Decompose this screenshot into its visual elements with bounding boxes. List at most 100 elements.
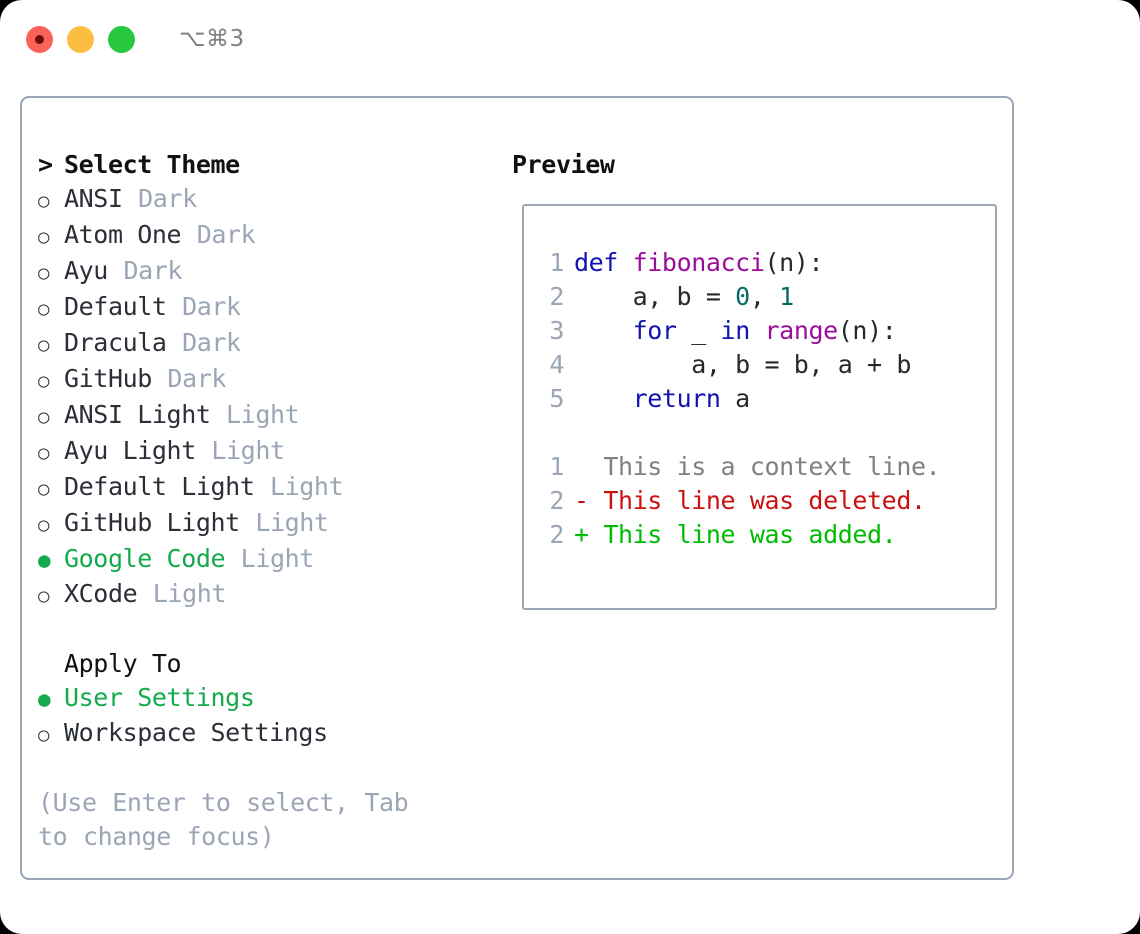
theme-option-ayu-light[interactable]: ○ Ayu Light Light [38,434,502,470]
preview-code-box: 1 def fibonacci(n): 2 a, b = 0, 1 3 for … [522,204,997,610]
radio-unselected-icon: ○ [38,478,50,500]
code-token-keyword: for [632,316,677,345]
apply-to-option-list: ● User Settings ○ Workspace Settings [38,681,502,752]
radio-unselected-icon: ○ [38,406,50,428]
line-number: 2 [549,520,564,549]
theme-option-dracula[interactable]: ○ Dracula Dark [38,326,502,362]
diff-marker: + [574,520,604,549]
code-text: for _ in range(n): [574,314,897,348]
diff-text: This is a context line. [603,452,941,481]
theme-option-google-code[interactable]: ● Google Code Light [38,542,502,577]
code-line: 3 for _ in range(n): [524,314,995,348]
code-line: 1 def fibonacci(n): [524,246,995,280]
theme-option-xcode[interactable]: ○ XCode Light [38,577,502,613]
theme-option-tag: Dark [182,328,241,357]
radio-selected-icon: ● [38,548,51,572]
diff-marker [574,450,603,484]
line-number: 2 [549,486,564,515]
theme-option-label: Atom One [64,220,182,249]
list-spacer [38,613,502,647]
code-token-plain: a, b = [574,282,736,311]
apply-to-heading: Apply To [64,649,182,678]
theme-option-label: Dracula [64,328,167,357]
theme-option-default-light[interactable]: ○ Default Light Light [38,470,502,506]
preview-column: Preview 1 def fibonacci(n): 2 a, b = 0, … [502,98,1012,878]
window-titlebar: ⌥⌘3 [0,0,1140,78]
radio-unselected-icon: ○ [38,370,50,392]
diff-text: This line was added. [603,520,897,549]
code-token-plain [574,316,633,345]
traffic-light-group [26,25,135,53]
radio-unselected-icon: ○ [38,334,50,356]
apply-to-workspace-settings[interactable]: ○ Workspace Settings [38,716,502,752]
code-token-keyword: return [632,384,721,413]
select-theme-heading-label: Select Theme [64,150,240,179]
code-token-plain [750,316,765,345]
line-number: 4 [549,350,564,379]
theme-option-ansi-light[interactable]: ○ ANSI Light Light [38,398,502,434]
theme-option-ansi[interactable]: ○ ANSI Dark [38,182,502,218]
theme-option-tag: Dark [123,256,183,285]
code-text: def fibonacci(n): [574,246,823,280]
code-text: return a [574,382,751,416]
code-token-plain: (n): [764,248,824,277]
radio-unselected-icon: ○ [38,298,50,320]
code-token-number: 1 [779,282,794,311]
theme-option-tag: Dark [167,364,227,393]
code-line: 5 return a [524,382,995,416]
maximize-button-icon[interactable] [108,25,135,53]
theme-option-tag: Light [226,400,300,429]
diff-text: This line was deleted. [603,486,926,515]
theme-option-tag: Light [211,436,285,465]
theme-option-label: ANSI [64,184,123,213]
theme-option-label: ANSI Light [64,400,211,429]
theme-option-label: Google Code [64,544,226,573]
theme-option-label: Ayu Light [64,436,196,465]
radio-unselected-icon: ○ [38,442,50,464]
selection-caret-icon: > [38,150,53,179]
theme-option-label: Default Light [64,472,255,501]
code-token-plain: a [720,384,750,413]
theme-option-label: Default [64,292,167,321]
line-number: 1 [549,248,564,277]
code-text: a, b = b, a + b [574,348,911,382]
code-token-plain [574,384,633,413]
theme-selector-panel: > Select Theme ○ ANSI Dark ○ Atom One Dar… [20,96,1014,880]
theme-option-label: GitHub Light [64,508,240,537]
diff-line-deleted: 2 - This line was deleted. [524,484,995,518]
line-number: 2 [549,282,564,311]
radio-selected-icon: ● [38,687,51,711]
code-token-function: fibonacci [632,248,765,277]
code-token-plain: a, b = b, a + b [574,350,911,379]
theme-option-label: Ayu [64,256,108,285]
radio-unselected-icon: ○ [38,514,50,536]
line-number: 1 [549,452,564,481]
minimize-button-icon[interactable] [67,25,94,53]
theme-option-atom-one[interactable]: ○ Atom One Dark [38,218,502,254]
theme-option-default[interactable]: ○ Default Dark [38,290,502,326]
theme-option-tag: Light [152,579,227,608]
theme-option-github-light[interactable]: ○ GitHub Light Light [38,506,502,542]
radio-unselected-icon: ○ [38,190,50,212]
close-button-icon[interactable] [26,25,53,53]
code-line: 4 a, b = b, a + b [524,348,995,382]
theme-option-ayu[interactable]: ○ Ayu Dark [38,254,502,290]
theme-option-github[interactable]: ○ GitHub Dark [38,362,502,398]
code-token-number: 0 [735,282,750,311]
keyboard-hint-text: (Use Enter to select, Tab to change focu… [38,788,409,851]
code-token-keyword: def [574,248,633,277]
theme-option-list: ○ ANSI Dark ○ Atom One Dark ○ Ayu Dark [38,182,502,613]
apply-to-user-settings[interactable]: ● User Settings [38,681,502,716]
theme-option-tag: Light [269,472,344,501]
hint-spacer [38,752,502,786]
code-token-function: range [764,316,839,345]
theme-option-tag: Dark [182,292,241,321]
code-token-plain: (n): [837,316,897,345]
theme-option-tag: Light [255,508,329,537]
select-theme-heading: > Select Theme [38,148,502,182]
theme-option-tag: Dark [196,220,256,249]
radio-unselected-icon: ○ [38,724,50,746]
apply-to-label: Workspace Settings [64,718,328,747]
radio-unselected-icon: ○ [38,585,50,607]
